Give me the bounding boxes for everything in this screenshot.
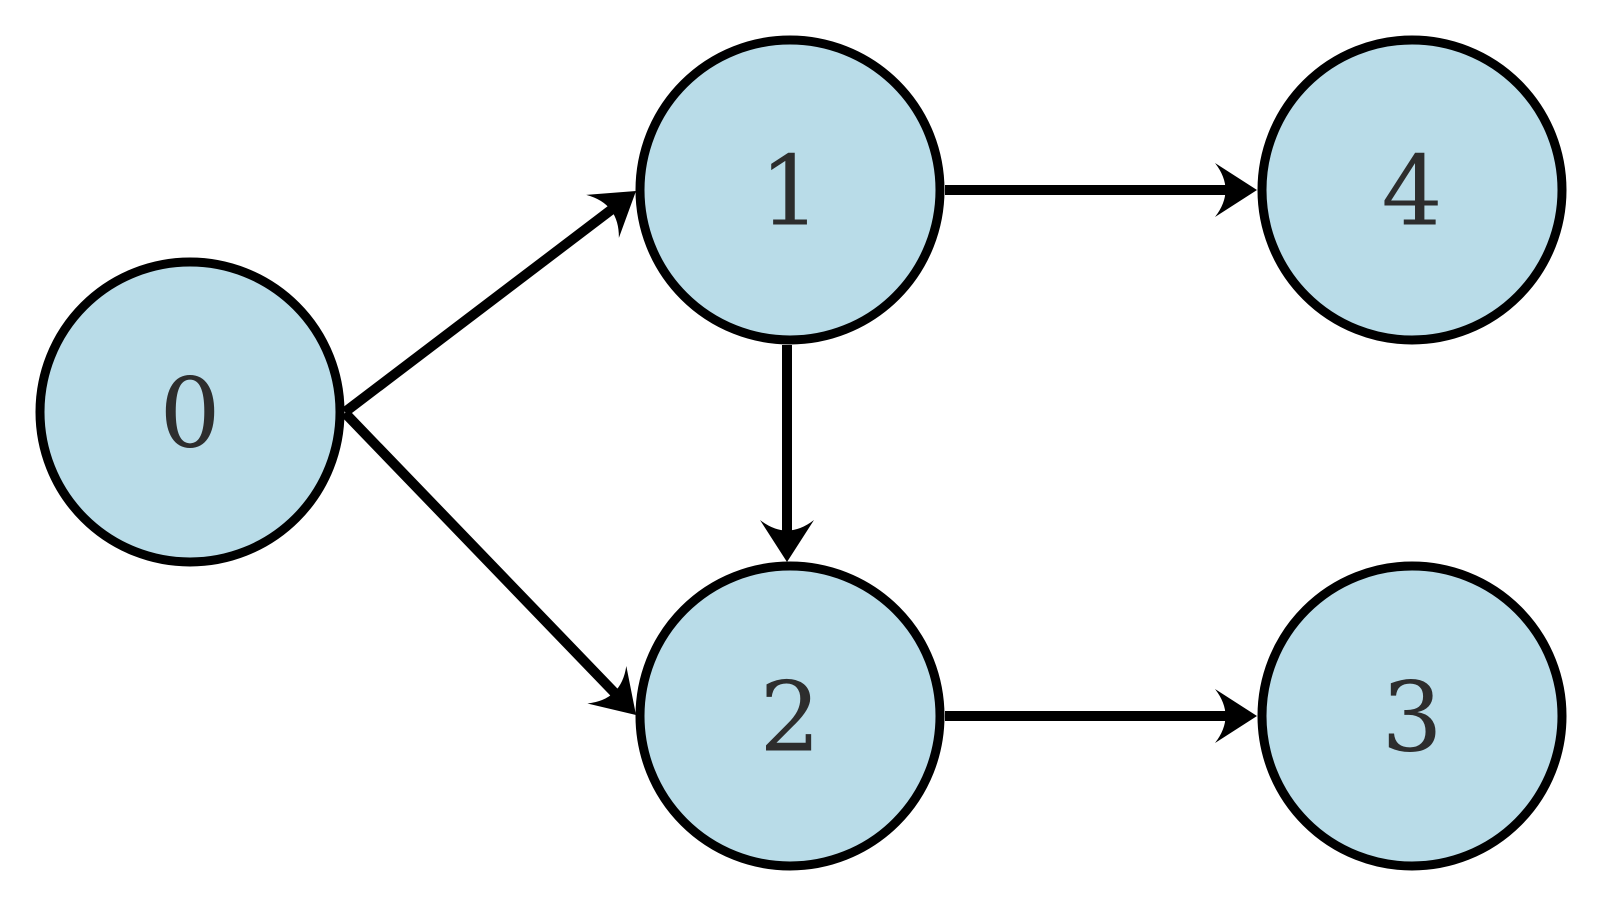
node-label-2: 2	[759, 662, 820, 774]
node-2: 2	[635, 561, 945, 871]
node-circle-4	[1257, 35, 1567, 345]
node-circle-1	[635, 35, 945, 345]
node-label-0: 0	[159, 358, 220, 470]
edge-1-2	[760, 345, 814, 562]
node-1: 1	[635, 35, 945, 345]
node-circle-0	[35, 257, 345, 567]
edge-1-4	[945, 163, 1257, 217]
node-label-4: 4	[1381, 136, 1442, 248]
node-0: 0	[35, 257, 345, 567]
edge-0-1	[341, 191, 636, 416]
edge-0-2	[341, 409, 636, 715]
node-3: 3	[1257, 561, 1567, 871]
edge-line	[341, 204, 617, 416]
edge-arrowhead-icon	[587, 666, 636, 715]
node-label-3: 3	[1381, 662, 1442, 774]
node-circle-3	[1257, 561, 1567, 871]
node-4: 4	[1257, 35, 1567, 345]
edge-arrowhead-icon	[760, 520, 814, 562]
edge-arrowhead-icon	[586, 191, 636, 238]
edge-arrowhead-icon	[1215, 163, 1257, 217]
edge-arrowhead-icon	[1215, 689, 1257, 743]
edge-2-3	[945, 689, 1257, 743]
node-circle-2	[635, 561, 945, 871]
node-label-1: 1	[759, 136, 820, 248]
edge-line	[341, 409, 620, 698]
